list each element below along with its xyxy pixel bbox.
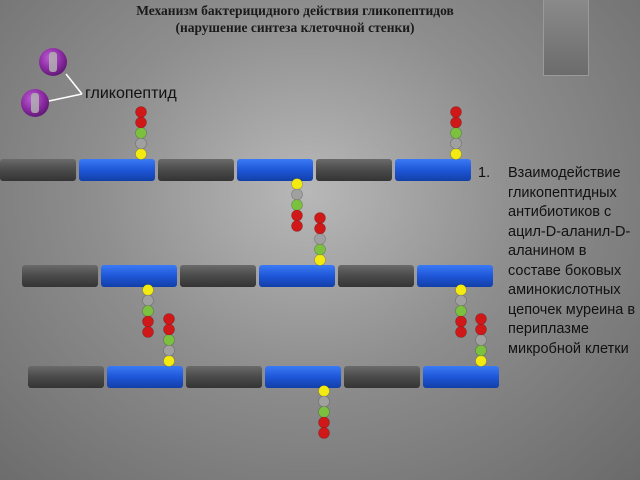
amino-acid-bead bbox=[163, 334, 175, 346]
strand-2-segment bbox=[180, 265, 256, 287]
peptide-chain bbox=[291, 178, 303, 232]
amino-acid-bead bbox=[450, 148, 462, 160]
peptide-chain bbox=[318, 385, 330, 439]
diagram-title: Механизм бактерицидного действия гликопе… bbox=[60, 2, 530, 36]
strand-2-segment bbox=[101, 265, 177, 287]
amino-acid-bead bbox=[135, 148, 147, 160]
amino-acid-bead bbox=[475, 323, 487, 336]
amino-acid-bead bbox=[142, 326, 154, 338]
amino-acid-bead bbox=[135, 127, 147, 139]
amino-acid-bead bbox=[318, 427, 330, 439]
amino-acid-bead bbox=[314, 254, 326, 266]
strand-2-segment bbox=[259, 265, 335, 287]
peptide-chain bbox=[135, 106, 147, 160]
amino-acid-bead bbox=[314, 212, 326, 224]
amino-acid-bead bbox=[455, 326, 467, 338]
amino-acid-bead bbox=[314, 243, 326, 256]
amino-acid-bead bbox=[314, 222, 326, 235]
amino-acid-bead bbox=[450, 106, 462, 118]
peptide-chain bbox=[314, 212, 326, 266]
amino-acid-bead bbox=[475, 334, 487, 346]
amino-acid-bead bbox=[291, 199, 303, 211]
amino-acid-bead bbox=[318, 395, 330, 408]
amino-acid-bead bbox=[314, 233, 326, 245]
strand-2-segment bbox=[417, 265, 493, 287]
title-line-1: Механизм бактерицидного действия гликопе… bbox=[136, 3, 454, 18]
amino-acid-bead bbox=[163, 355, 175, 367]
amino-acid-bead bbox=[163, 344, 175, 357]
amino-acid-bead bbox=[475, 313, 487, 325]
amino-acid-bead bbox=[450, 116, 462, 129]
strand-3-segment bbox=[344, 366, 420, 388]
amino-acid-bead bbox=[142, 305, 154, 317]
amino-acid-bead bbox=[135, 106, 147, 118]
amino-acid-bead bbox=[291, 220, 303, 232]
glycopeptide-pointer-lines bbox=[48, 73, 83, 102]
strand-1-segment bbox=[0, 159, 76, 181]
amino-acid-bead bbox=[291, 178, 303, 190]
peptide-chain bbox=[455, 284, 467, 338]
amino-acid-bead bbox=[455, 284, 467, 296]
peptide-chain bbox=[450, 106, 462, 160]
amino-acid-bead bbox=[475, 344, 487, 357]
strand-1-segment bbox=[316, 159, 392, 181]
description-text: Взаимодействие гликопептидных антибиотик… bbox=[508, 165, 636, 357]
amino-acid-bead bbox=[318, 406, 330, 418]
description-number: 1. bbox=[478, 165, 491, 181]
amino-acid-bead bbox=[450, 137, 462, 150]
strand-2-segment bbox=[22, 265, 98, 287]
strand-3-segment bbox=[265, 366, 341, 388]
amino-acid-bead bbox=[142, 294, 154, 307]
strand-3-segment bbox=[186, 366, 262, 388]
amino-acid-bead bbox=[318, 416, 330, 429]
amino-acid-bead bbox=[318, 385, 330, 397]
strand-3-segment bbox=[423, 366, 499, 388]
strand-1-segment bbox=[158, 159, 234, 181]
glycopeptide-molecule-icon bbox=[39, 48, 67, 76]
peptide-chain bbox=[142, 284, 154, 338]
amino-acid-bead bbox=[163, 313, 175, 325]
strand-1-segment bbox=[237, 159, 313, 181]
amino-acid-bead bbox=[450, 127, 462, 139]
amino-acid-bead bbox=[135, 137, 147, 150]
peptide-chain bbox=[475, 313, 487, 367]
amino-acid-bead bbox=[455, 315, 467, 328]
glycopeptide-molecule-icon bbox=[21, 89, 49, 117]
amino-acid-bead bbox=[455, 294, 467, 307]
amino-acid-bead bbox=[142, 315, 154, 328]
amino-acid-bead bbox=[291, 209, 303, 222]
strand-1-segment bbox=[395, 159, 471, 181]
corner-decoration bbox=[543, 0, 589, 76]
amino-acid-bead bbox=[142, 284, 154, 296]
title-line-2: (нарушение синтеза клеточной стенки) bbox=[175, 20, 415, 35]
amino-acid-bead bbox=[475, 355, 487, 367]
amino-acid-bead bbox=[135, 116, 147, 129]
amino-acid-bead bbox=[455, 305, 467, 317]
amino-acid-bead bbox=[163, 323, 175, 336]
strand-3-segment bbox=[28, 366, 104, 388]
glycopeptide-label: гликопептид bbox=[85, 85, 177, 102]
strand-1-segment bbox=[79, 159, 155, 181]
strand-2-segment bbox=[338, 265, 414, 287]
amino-acid-bead bbox=[291, 188, 303, 201]
strand-3-segment bbox=[107, 366, 183, 388]
peptide-chain bbox=[163, 313, 175, 367]
